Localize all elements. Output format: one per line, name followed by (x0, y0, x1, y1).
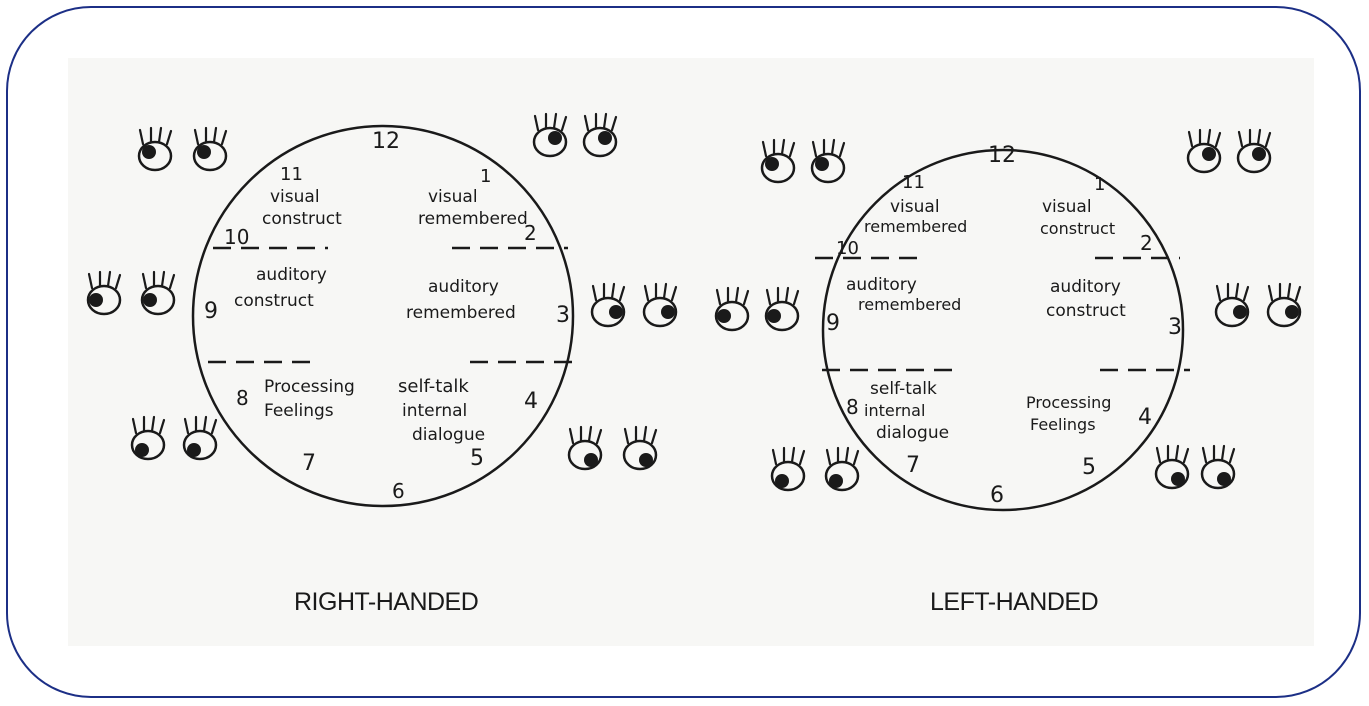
clock-number-5: 5 (1082, 455, 1096, 480)
zone-middle-left-line2: construct (234, 291, 314, 311)
zone-lower-left-line1: self-talk (870, 379, 937, 399)
clock-number-11: 11 (902, 172, 925, 193)
zone-lower-right-line1: Processing (1026, 393, 1111, 412)
clock-number-10: 10 (836, 238, 859, 259)
zone-middle-left-line1: auditory (256, 265, 327, 285)
eyes-looking-down-left-icon (772, 448, 858, 490)
eyes-looking-up-right-icon (1188, 130, 1270, 172)
caption-right-handed: RIGHT-HANDED (294, 588, 478, 616)
clock-number-3: 3 (1168, 315, 1182, 340)
eyes-looking-up-left-icon (762, 140, 844, 182)
left-handed-diagram: 12 1 2 3 4 5 6 7 8 9 10 11 visual rememb… (716, 130, 1300, 616)
clock-number-4: 4 (1138, 405, 1152, 430)
eyes-looking-right-icon (1216, 284, 1300, 326)
eyes-looking-down-right-icon (569, 427, 656, 469)
eyes-looking-up-left-icon (139, 128, 226, 170)
clock-number-12: 12 (372, 129, 400, 154)
clock-number-2: 2 (1140, 231, 1153, 255)
zone-middle-right-line2: construct (1046, 301, 1126, 321)
right-handed-diagram: 12 1 2 3 4 5 6 7 8 9 10 11 visual constr… (88, 114, 676, 616)
zone-upper-left-line2: construct (262, 209, 342, 229)
zone-upper-left-line1: visual (890, 197, 940, 217)
clock-number-8: 8 (236, 386, 249, 410)
clock-number-1: 1 (480, 166, 491, 187)
eyes-looking-left-icon (716, 288, 798, 330)
clock-number-12: 12 (988, 143, 1016, 168)
clock-number-1: 1 (1094, 174, 1105, 195)
zone-lower-left-line2: internal (864, 401, 925, 420)
zone-lower-right-line2: internal (402, 401, 467, 421)
eyes-looking-down-right-icon (1156, 446, 1234, 488)
clock-number-10: 10 (224, 225, 249, 249)
zone-middle-right-line1: auditory (428, 277, 499, 297)
zone-lower-right-line1: self-talk (398, 376, 469, 397)
clock-number-7: 7 (906, 453, 920, 478)
clock-number-3: 3 (556, 303, 570, 328)
zone-upper-left-line2: remembered (864, 217, 967, 236)
zone-upper-left-line1: visual (270, 187, 320, 207)
caption-left-handed: LEFT-HANDED (930, 588, 1098, 616)
clock-number-4: 4 (524, 389, 538, 414)
eye-circle (193, 126, 573, 506)
zone-middle-left-line2: remembered (858, 295, 961, 314)
zone-lower-right-line2: Feelings (1030, 415, 1096, 434)
eyes-looking-down-left-icon (132, 417, 216, 459)
clock-number-6: 6 (392, 479, 405, 503)
clock-number-6: 6 (990, 483, 1004, 508)
zone-lower-left-line1: Processing (264, 377, 355, 397)
eye-circle (823, 150, 1183, 510)
zone-middle-left-line1: auditory (846, 275, 917, 295)
zone-upper-right-line1: visual (1042, 197, 1092, 217)
clock-number-9: 9 (204, 299, 218, 324)
zone-lower-left-line3: dialogue (876, 423, 949, 443)
zone-upper-right-line2: remembered (418, 209, 528, 229)
eyes-looking-up-right-icon (534, 114, 616, 156)
clock-number-11: 11 (280, 164, 303, 185)
zone-middle-right-line2: remembered (406, 303, 516, 323)
eyes-looking-left-icon (88, 272, 174, 314)
eyes-looking-right-icon (592, 284, 676, 326)
clock-number-7: 7 (302, 451, 316, 476)
zone-upper-right-line1: visual (428, 187, 478, 207)
zone-middle-right-line1: auditory (1050, 277, 1121, 297)
zone-lower-right-line3: dialogue (412, 425, 485, 445)
clock-number-8: 8 (846, 395, 859, 419)
zone-lower-left-line2: Feelings (264, 401, 334, 421)
zone-upper-right-line2: construct (1040, 219, 1115, 238)
clock-number-9: 9 (826, 311, 840, 336)
clock-number-5: 5 (470, 446, 484, 471)
